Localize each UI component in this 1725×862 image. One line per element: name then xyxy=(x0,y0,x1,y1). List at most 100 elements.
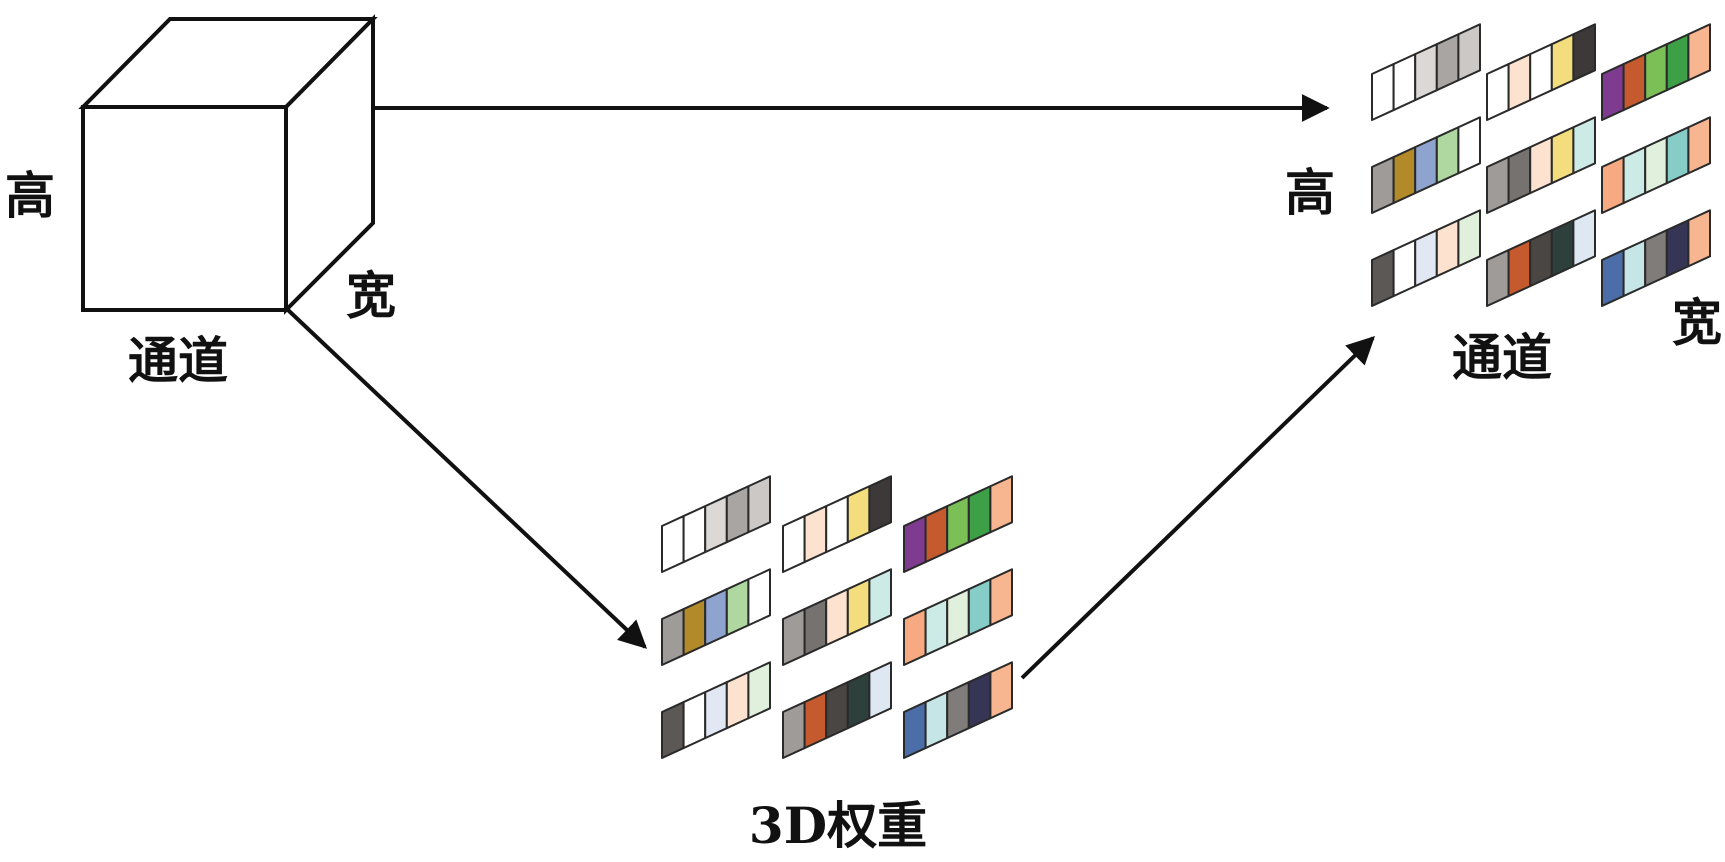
weight-cell xyxy=(1392,146,1417,205)
weight-cell xyxy=(1622,239,1647,298)
weight-cell xyxy=(1486,249,1510,307)
weight-cell xyxy=(967,578,992,637)
weight-cell xyxy=(782,515,806,573)
arrow-weights-to-output xyxy=(1020,336,1376,680)
weight-cell xyxy=(803,691,828,750)
weight-cell xyxy=(1414,136,1438,195)
weight-cell xyxy=(1550,126,1575,185)
weight-cell xyxy=(903,608,927,666)
output-height-label: 高 xyxy=(1285,163,1335,222)
weight-cell xyxy=(846,485,871,544)
weights-label: 3D权重 xyxy=(749,796,927,855)
weight-cell xyxy=(1457,116,1481,175)
weight-cell xyxy=(747,475,771,534)
input-width-label: 宽 xyxy=(346,266,396,325)
weight-cell xyxy=(946,588,970,647)
weight-cell xyxy=(1687,23,1711,82)
weight-strip xyxy=(661,475,771,573)
weight-cell xyxy=(704,681,728,740)
weight-cell xyxy=(825,588,849,647)
weight-cell xyxy=(725,485,750,544)
weight-cell xyxy=(1529,136,1553,195)
output-feature-grid xyxy=(1371,23,1711,307)
weight-cell xyxy=(1507,53,1532,112)
weight-cell xyxy=(1507,239,1532,298)
weight-cell xyxy=(924,598,949,657)
weight-cell xyxy=(868,661,892,720)
weight-cell xyxy=(682,505,707,564)
weight-cell xyxy=(989,568,1013,627)
weight-strip xyxy=(903,661,1013,759)
weight-cell xyxy=(747,568,771,627)
weight-cell xyxy=(1687,209,1711,268)
weight-cell xyxy=(1414,43,1438,102)
weight-strip xyxy=(1371,116,1481,214)
weight-cell xyxy=(1371,156,1395,214)
weight-cell xyxy=(725,671,750,730)
weight-cell xyxy=(967,671,992,730)
weight-cell xyxy=(1550,33,1575,92)
weight-cell xyxy=(782,701,806,759)
weight-cell xyxy=(725,578,750,637)
weight-cell xyxy=(825,495,849,554)
weight-cell xyxy=(1622,53,1647,112)
weight-cell xyxy=(1435,126,1460,185)
weight-cell xyxy=(1435,33,1460,92)
weight-strip xyxy=(1486,23,1596,121)
weight-cell xyxy=(1572,116,1596,175)
weight-cell xyxy=(924,505,949,564)
output-width-label: 宽 xyxy=(1672,293,1722,352)
weight-cell xyxy=(903,515,927,573)
weight-cell xyxy=(782,608,806,666)
weight-cell xyxy=(1457,209,1481,268)
weight-cell xyxy=(1486,156,1510,214)
weight-cell xyxy=(989,661,1013,720)
weight-cell xyxy=(1665,126,1690,185)
weight-strip xyxy=(782,568,892,666)
weight-strip xyxy=(1601,209,1711,307)
weight-cell xyxy=(1644,229,1668,288)
weight-cell xyxy=(1601,156,1625,214)
input-feature-cube xyxy=(78,14,378,315)
weight-cell xyxy=(1687,116,1711,175)
weight-cell xyxy=(1550,219,1575,278)
weight-cell xyxy=(1665,33,1690,92)
weight-cell xyxy=(1601,63,1625,121)
weight-cell xyxy=(704,495,728,554)
weight-strip xyxy=(1486,209,1596,307)
weight-cell xyxy=(967,485,992,544)
weight-strip xyxy=(903,475,1013,573)
weight-cell xyxy=(1601,249,1625,307)
weight-cell xyxy=(1486,63,1510,121)
weight-cell xyxy=(661,515,685,573)
weight-cell xyxy=(846,671,871,730)
weight-cell xyxy=(924,691,949,750)
weight-strip xyxy=(1601,116,1711,214)
weight-cell xyxy=(1572,209,1596,268)
weight-cell xyxy=(1392,53,1417,112)
weight-cell xyxy=(1529,229,1553,288)
output-channel-label: 通道 xyxy=(1452,328,1552,387)
weight-cell xyxy=(846,578,871,637)
weight-cell xyxy=(1572,23,1596,82)
weight-cell xyxy=(946,495,970,554)
weight-cell xyxy=(946,681,970,740)
cube-front-face xyxy=(81,105,288,312)
weight-cell xyxy=(825,681,849,740)
weight-cell xyxy=(1507,146,1532,205)
weight-cell xyxy=(682,691,707,750)
weight-cell xyxy=(803,598,828,657)
weight-cell xyxy=(661,608,685,666)
input-channel-label: 通道 xyxy=(128,331,228,390)
weight-strip xyxy=(1601,23,1711,121)
weight-cell xyxy=(1457,23,1481,82)
weight-cell xyxy=(903,701,927,759)
weight-cell xyxy=(1435,219,1460,278)
weight-cell xyxy=(1371,249,1395,307)
weight-cell xyxy=(1529,43,1553,102)
weight-strip xyxy=(661,568,771,666)
weight-strip xyxy=(782,661,892,759)
weight-cell xyxy=(661,701,685,759)
weight-cell xyxy=(704,588,728,647)
